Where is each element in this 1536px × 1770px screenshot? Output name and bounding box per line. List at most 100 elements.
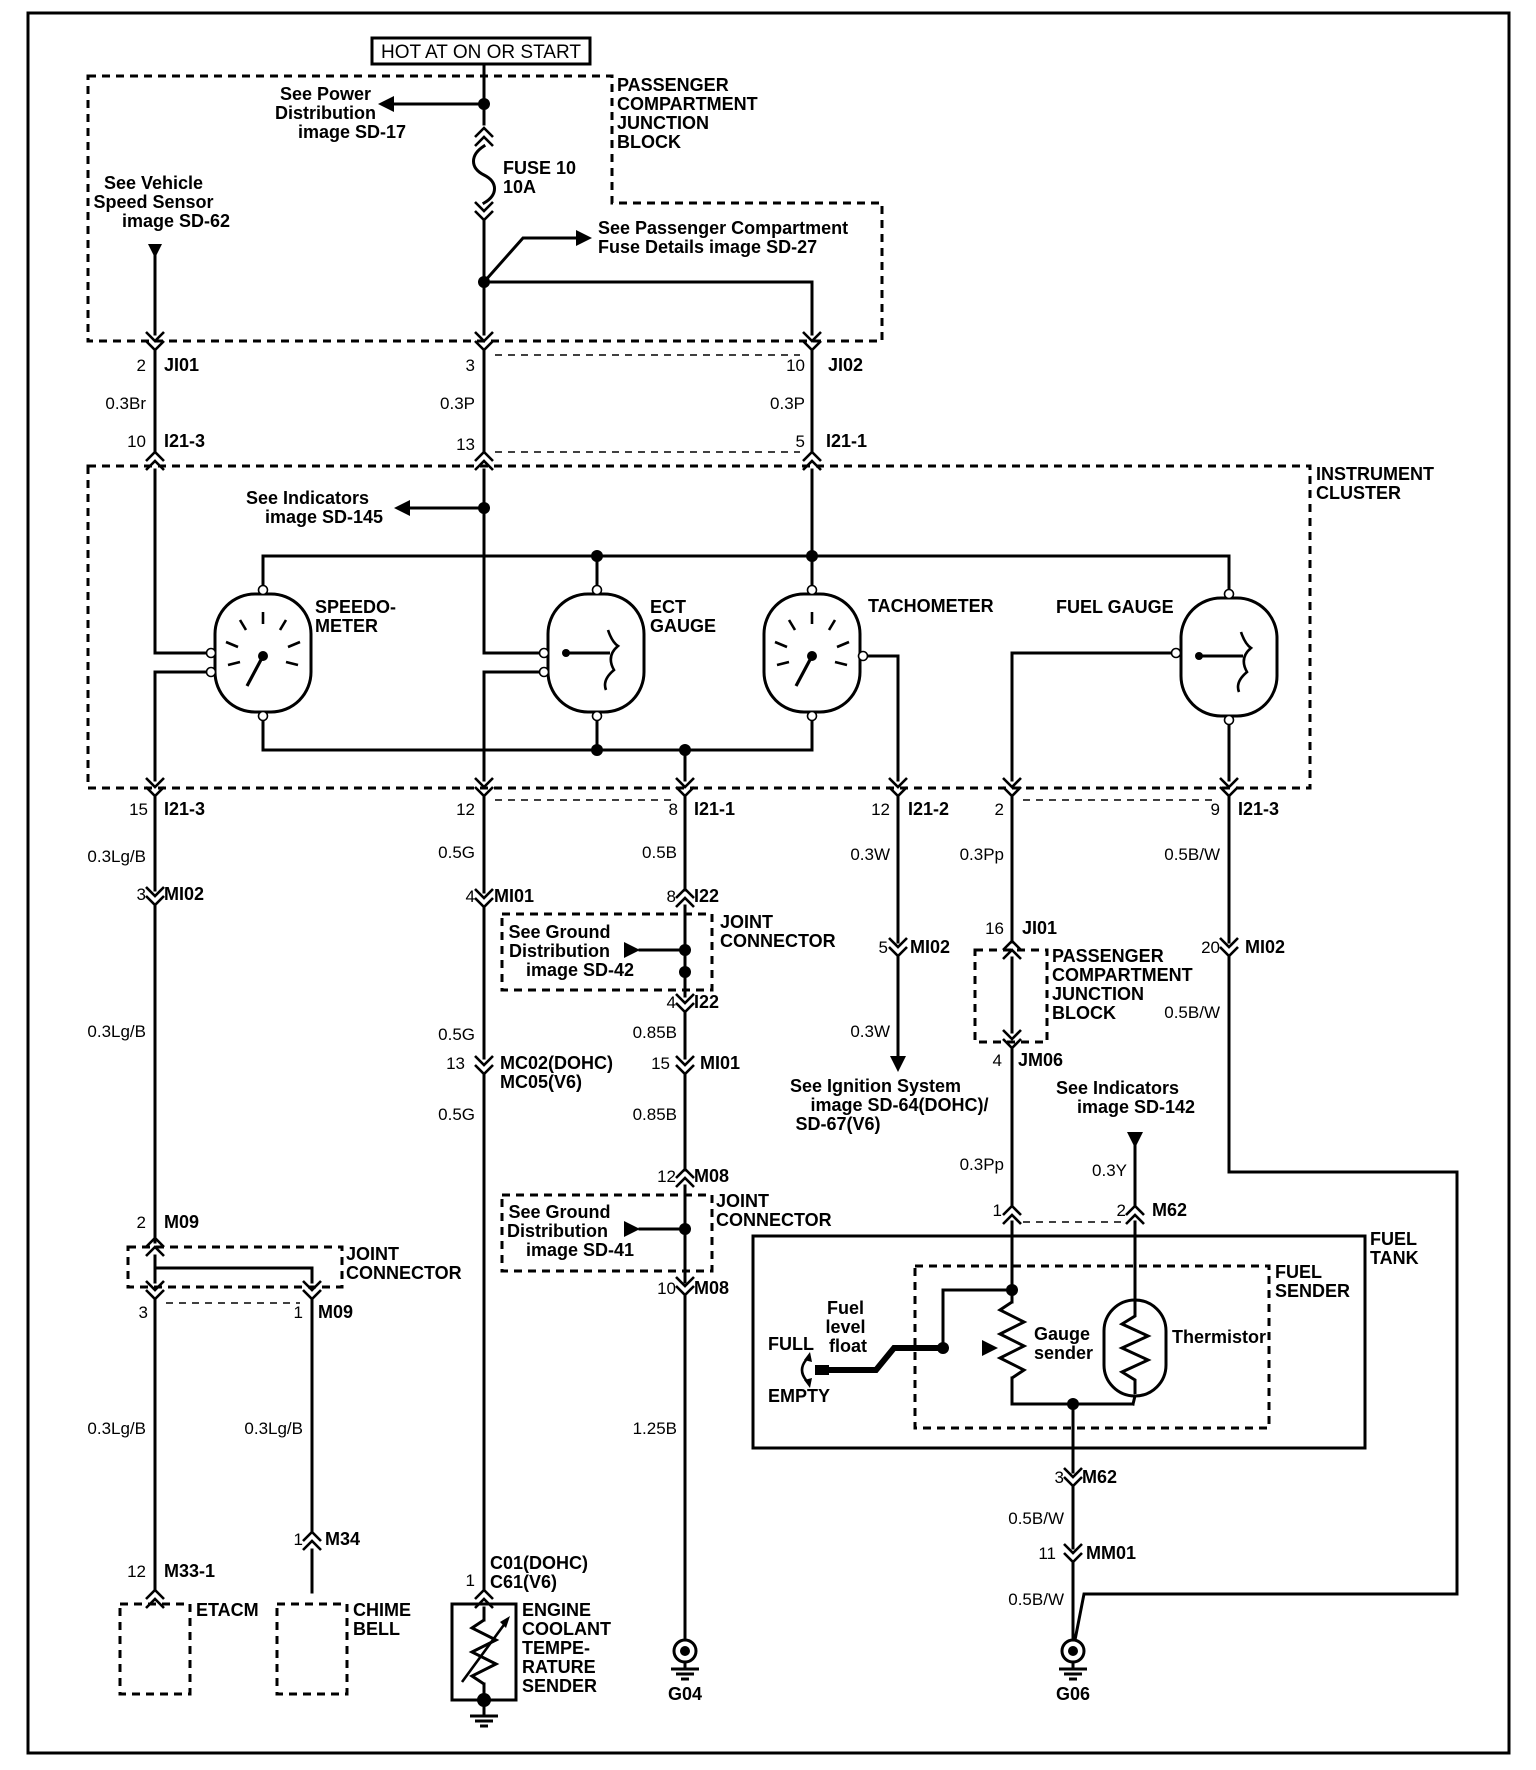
label-m08-a: M08 <box>694 1166 729 1186</box>
pin-m09-top: 2 <box>137 1213 146 1232</box>
pin-mi02-speed: 3 <box>137 885 146 904</box>
wire-125b: 1.25B <box>633 1419 677 1438</box>
wire-bw-4: 0.5B/W <box>1008 1590 1064 1609</box>
fuse-label: FUSE 10 10A <box>503 158 581 197</box>
pin-3-jc: 3 <box>139 1303 148 1322</box>
etacm-box <box>118 1602 192 1696</box>
pin-m33-1: 12 <box>127 1562 146 1581</box>
label-m34: M34 <box>325 1529 360 1549</box>
wire-y: 0.3Y <box>1092 1161 1127 1180</box>
arrow-ignition <box>890 1056 906 1072</box>
pin-m62-2: 2 <box>1117 1201 1126 1220</box>
fuel-gauge <box>1170 588 1279 726</box>
label-full: FULL <box>768 1334 814 1354</box>
gauge-sender <box>937 1220 1135 1406</box>
label-fuel-gauge: FUEL GAUGE <box>1056 597 1174 617</box>
pin-15: 15 <box>129 800 148 819</box>
label-empty: EMPTY <box>768 1386 830 1406</box>
arrow-power-distribution <box>378 96 394 112</box>
pin-1-jc: 1 <box>294 1303 303 1322</box>
label-i21-3-speed: I21-3 <box>164 799 205 819</box>
label-jm06: JM06 <box>1018 1050 1063 1070</box>
pin-3: 3 <box>466 356 475 375</box>
fuse-10 <box>472 143 496 206</box>
label-pcjb-fuel: PASSENGER COMPARTMENT JUNCTION BLOCK <box>1052 946 1198 1023</box>
label-fuel-tank: FUEL TANK <box>1370 1229 1422 1268</box>
tachometer <box>762 584 869 722</box>
pcjb-outline <box>86 74 884 343</box>
fuel-sender-outline <box>913 1264 1271 1430</box>
label-i21-3-top: I21-3 <box>164 431 205 451</box>
label-mi02-speed: MI02 <box>164 884 204 904</box>
fuel-level-float <box>800 1345 943 1388</box>
pin-12a: 12 <box>456 800 475 819</box>
label-mc05: MC05(V6) <box>500 1072 582 1092</box>
power-source-box <box>370 36 592 66</box>
wire-lgb-4: 0.3Lg/B <box>244 1419 303 1438</box>
pin-mi01-gnd: 15 <box>651 1054 670 1073</box>
label-ji01: JI01 <box>164 355 199 375</box>
label-tachometer: TACHOMETER <box>868 596 994 616</box>
label-chime-bell: CHIME BELL <box>353 1600 416 1639</box>
label-speedometer: SPEEDO- METER <box>315 597 401 636</box>
wire-bw-2: 0.5B/W <box>1164 1003 1220 1022</box>
pin-2-fuel: 2 <box>995 800 1004 819</box>
pin-12b: 12 <box>871 800 890 819</box>
ref-fuse-details: See Passenger Compartment Fuse Details i… <box>598 218 853 257</box>
label-mm01: MM01 <box>1086 1543 1136 1563</box>
wire-p2: 0.3P <box>770 394 805 413</box>
wire-bw-3: 0.5B/W <box>1008 1509 1064 1528</box>
pin-m08-b: 10 <box>657 1279 676 1298</box>
label-joint-connector-m09: JOINT CONNECTOR <box>346 1244 462 1283</box>
label-c61: C61(V6) <box>490 1572 557 1592</box>
wire-w-1: 0.3W <box>850 845 890 864</box>
ect-gauge <box>538 584 646 722</box>
label-mi02-tach: MI02 <box>910 937 950 957</box>
label-joint-connector-m08: JOINT CONNECTOR <box>716 1191 832 1230</box>
wire-bw-1: 0.5B/W <box>1164 845 1220 864</box>
label-joint-connector-i22: JOINT CONNECTOR <box>720 912 836 951</box>
wire-p1: 0.3P <box>440 394 475 413</box>
label-m09-top: M09 <box>164 1212 199 1232</box>
pin-jm06: 4 <box>993 1051 1002 1070</box>
pin-mm01: 11 <box>1038 1544 1056 1563</box>
pin-8: 8 <box>669 800 678 819</box>
arrow-ground-sd42 <box>624 942 640 958</box>
label-etacm: ETACM <box>196 1600 259 1620</box>
arrow-indicators-142 <box>1127 1132 1143 1148</box>
label-ect-gauge: ECT GAUGE <box>650 597 716 636</box>
joint-connector-i22 <box>500 912 714 992</box>
wire-lgb-1: 0.3Lg/B <box>87 847 146 866</box>
wire-pp-2: 0.3Pp <box>960 1155 1004 1174</box>
label-mi01-ect: MI01 <box>494 886 534 906</box>
joint-connector-m08 <box>500 1193 714 1273</box>
label-i21-2: I21-2 <box>908 799 949 819</box>
engine-coolant-temp-sender <box>450 1602 518 1728</box>
wire-085b-2: 0.85B <box>633 1105 677 1124</box>
ref-indicators-142: See Indicators image SD-142 <box>1056 1078 1195 1117</box>
cluster-title: INSTRUMENT CLUSTER <box>1316 464 1439 503</box>
pin-mi02-fuel: 20 <box>1201 938 1220 957</box>
pin-mi02-tach: 5 <box>879 938 888 957</box>
label-i22-a: I22 <box>694 886 719 906</box>
label-i21-3-fuel: I21-3 <box>1238 799 1279 819</box>
pin-m08-a: 12 <box>657 1167 676 1186</box>
pin-9: 9 <box>1211 800 1220 819</box>
pin-m62-3: 3 <box>1055 1468 1064 1487</box>
wire-lgb-3: 0.3Lg/B <box>87 1419 146 1438</box>
pin-13: 13 <box>456 435 475 454</box>
pin-i21-3-top: 10 <box>127 432 146 451</box>
ref-power-distribution: See Power Distribution image SD-17 <box>275 84 406 142</box>
pin-mi01-ect: 4 <box>466 887 475 906</box>
label-m62-top: M62 <box>1152 1200 1187 1220</box>
wire-g-3: 0.5G <box>438 1105 475 1124</box>
ref-ground-sd41: See Ground Distribution image SD-41 <box>507 1202 634 1260</box>
pin-i21-1-top: 5 <box>796 432 805 451</box>
wire-pp-1: 0.3Pp <box>960 845 1004 864</box>
pcjb-fuel-outline <box>973 948 1049 1044</box>
thermistor <box>1067 1220 1168 1410</box>
ref-indicators-145: See Indicators image SD-145 <box>246 488 383 527</box>
label-c01: C01(DOHC) <box>490 1553 588 1573</box>
pin-mc: 13 <box>446 1054 465 1073</box>
